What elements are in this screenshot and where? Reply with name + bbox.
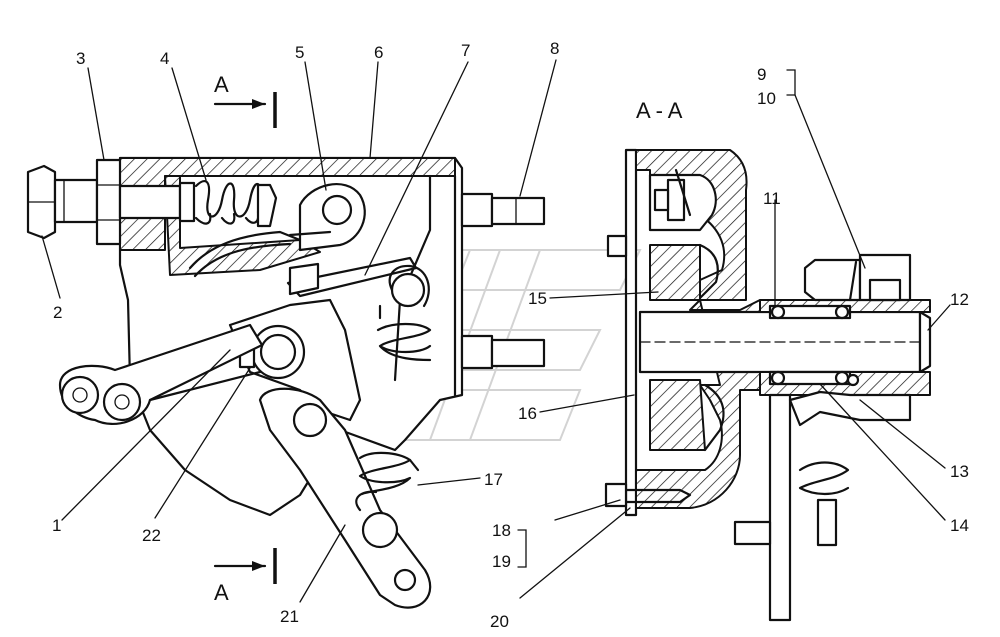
callout-9: 9 — [757, 65, 766, 84]
section-label-a-top: A — [214, 72, 229, 97]
spring-4 — [178, 180, 278, 228]
leaders-section — [519, 94, 951, 599]
callout-8: 8 — [550, 39, 559, 58]
left-view: A A — [26, 72, 546, 609]
cover-plate — [624, 148, 638, 517]
callout-11: 11 — [763, 189, 781, 208]
callout-6: 6 — [374, 43, 383, 62]
callout-4: 4 — [160, 49, 169, 68]
spring-7 — [376, 304, 432, 362]
section-title: A - A — [636, 98, 683, 123]
control-lever-22 — [228, 298, 362, 422]
adjusting-screw — [26, 158, 182, 246]
callout-2: 2 — [53, 303, 62, 322]
callout-7: 7 — [461, 41, 470, 60]
callout-16: 16 — [518, 404, 537, 423]
flyweight-lower — [649, 379, 706, 451]
pivot-lever-5 — [288, 183, 366, 252]
flyweight — [649, 244, 701, 301]
hub-stud — [803, 253, 912, 302]
fork-lever — [733, 390, 912, 622]
callout-labels: 1 2 3 4 5 6 7 8 9 10 11 12 13 14 15 16 1… — [52, 39, 969, 631]
stud-8 — [460, 192, 546, 370]
callout-10: 10 — [757, 89, 776, 108]
callout-21: 21 — [280, 607, 299, 626]
callout-20: 20 — [490, 612, 509, 631]
section-view: A - A — [517, 69, 951, 622]
lower-lever-21 — [258, 387, 432, 609]
callout-22: 22 — [142, 526, 161, 545]
spring-17 — [358, 451, 420, 496]
callout-13: 13 — [950, 462, 969, 481]
section-mark-top: A — [213, 72, 277, 128]
callout-12: 12 — [950, 290, 969, 309]
callout-19: 19 — [492, 552, 511, 571]
leaders-left — [41, 59, 557, 603]
linkage-arm-1 — [58, 323, 264, 425]
callout-3: 3 — [76, 49, 85, 68]
callout-14: 14 — [950, 516, 969, 535]
section-label-a-bottom: A — [214, 580, 229, 605]
callout-15: 15 — [528, 289, 547, 308]
seal-rings — [768, 304, 860, 387]
callout-5: 5 — [295, 43, 304, 62]
section-mark-bottom: A — [213, 548, 277, 605]
main-shaft — [638, 310, 932, 374]
top-pin — [653, 168, 692, 222]
callout-1: 1 — [52, 516, 61, 535]
callout-17: 17 — [484, 470, 503, 489]
callout-18: 18 — [492, 521, 511, 540]
